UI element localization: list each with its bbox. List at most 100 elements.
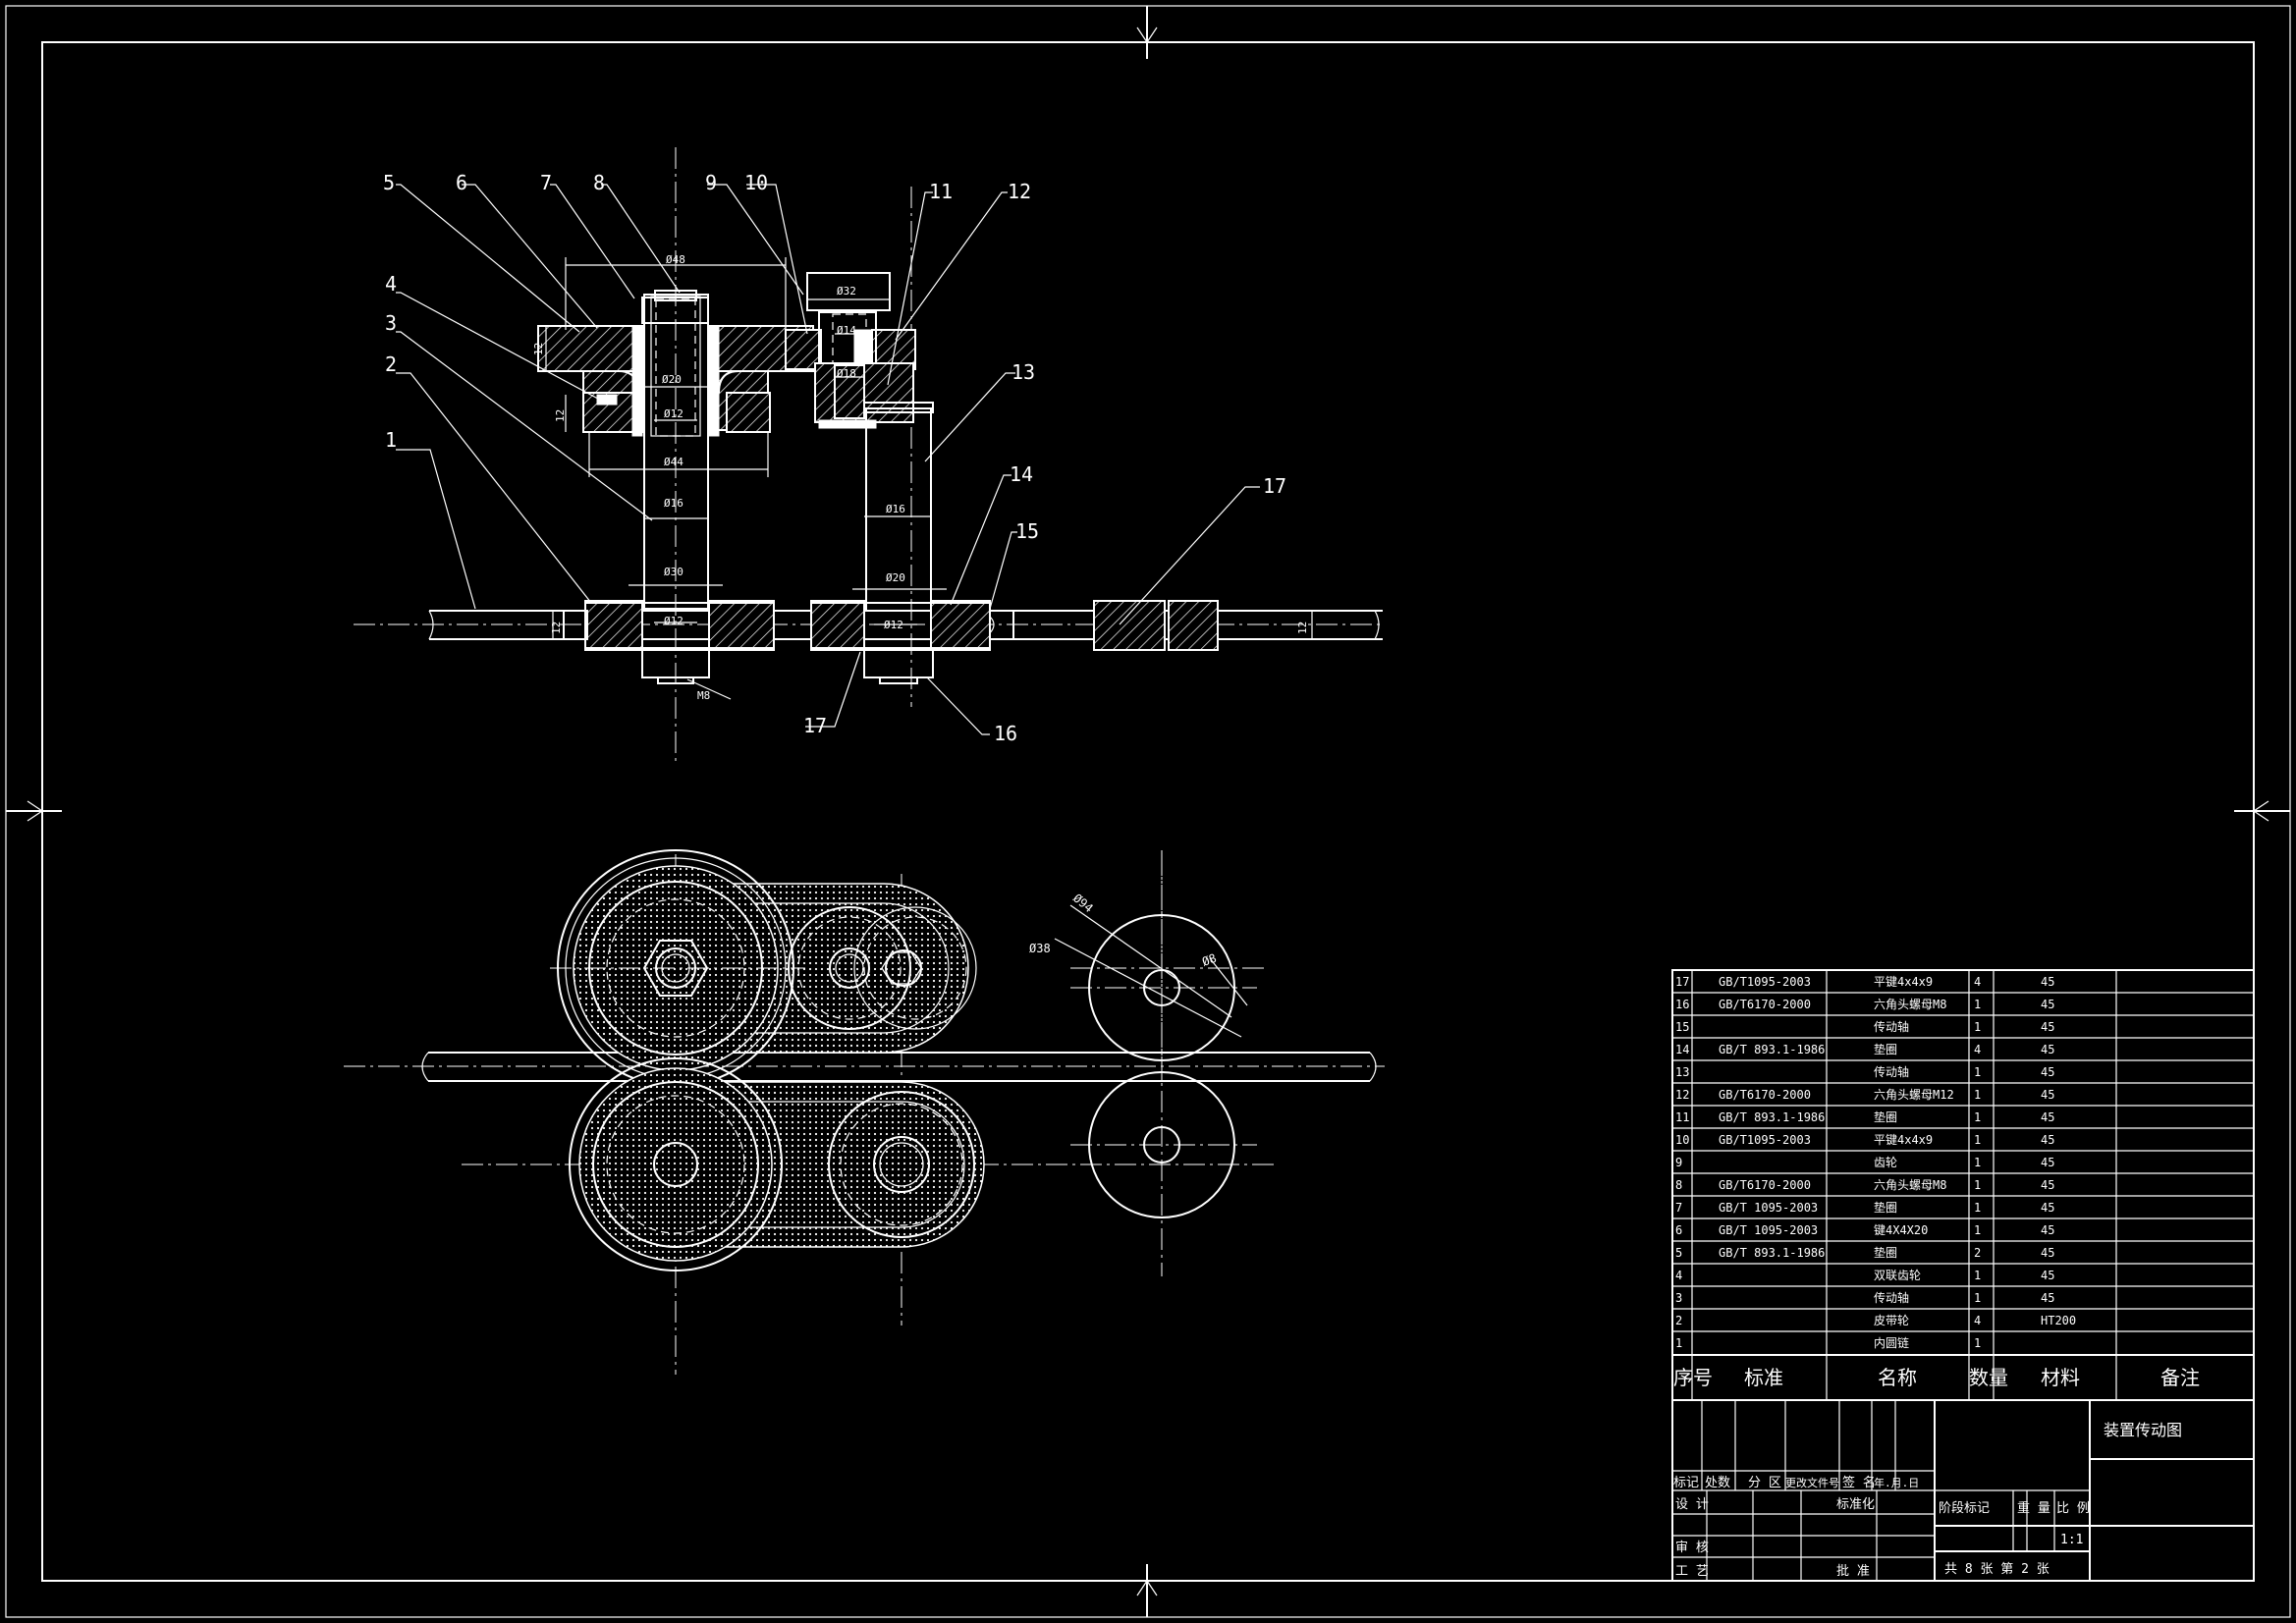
bom-row-no: 8	[1675, 1178, 1682, 1192]
balloon-4: 4	[385, 272, 397, 296]
balloon-17b: 17	[803, 714, 827, 737]
dim-d12a: Ø12	[664, 407, 683, 420]
bom-row-mat: 45	[2041, 975, 2054, 989]
bom-row-qty: 4	[1974, 1043, 1981, 1056]
bom-row-no: 14	[1675, 1043, 1689, 1056]
balloon-17: 17	[1263, 474, 1286, 498]
bom-header: 序号 标准 名称 数量 材料 备注	[1673, 1366, 2200, 1389]
bom-row-no: 13	[1675, 1065, 1689, 1079]
double-gear	[537, 325, 814, 437]
dim-h12c: 12	[550, 622, 563, 634]
bom-row-qty: 1	[1974, 1223, 1981, 1237]
bom-row-mat: 45	[2041, 1156, 2054, 1169]
bom-row-mat: 45	[2041, 1110, 2054, 1124]
section-view: 1 2 3 4 5 6 7 8 9 10 11 12 13 14 15 16 1…	[354, 147, 1385, 761]
leader-lines	[396, 184, 1260, 735]
bom-row-no: 7	[1675, 1201, 1682, 1215]
tb-scale-label: 比 例	[2056, 1501, 2090, 1516]
bom-row-std: GB/T6170-2000	[1719, 1178, 1811, 1192]
tb-process: 工 艺	[1675, 1564, 1709, 1579]
bom-row-qty: 1	[1974, 1133, 1981, 1147]
tb-count: 处数	[1705, 1476, 1730, 1490]
bom-row-no: 2	[1675, 1314, 1682, 1327]
shaft-left	[641, 290, 710, 684]
bom-row-name: 键4X4X20	[1874, 1223, 1928, 1237]
bom-row-qty: 1	[1974, 1110, 1981, 1124]
balloon-3: 3	[385, 311, 397, 335]
bom-row-qty: 1	[1974, 1178, 1981, 1192]
bom-row-no: 9	[1675, 1156, 1682, 1169]
balloon-labels: 1 2 3 4 5 6 7 8 9 10 11 12 13 14 15 16 1…	[383, 171, 1286, 745]
dim-d8: Ø8	[1200, 951, 1218, 969]
bom-row-name: 垫圈	[1874, 1200, 1897, 1215]
bom-row-qty: 1	[1974, 1291, 1981, 1305]
bom-row-std: GB/T6170-2000	[1719, 1088, 1811, 1102]
bom-row-no: 3	[1675, 1291, 1682, 1305]
bom-row-mat: 45	[2041, 1291, 2054, 1305]
front-dim-texts: Ø94 Ø38 Ø8	[1029, 892, 1219, 969]
tb-zone: 分 区	[1748, 1476, 1781, 1490]
tb-standardize: 标准化	[1836, 1497, 1875, 1512]
belt-loop-upper-inner	[675, 902, 950, 1034]
pulley-sections	[563, 600, 1219, 651]
balloon-6: 6	[456, 171, 467, 194]
tb-docno: 更改文件号	[1785, 1476, 1839, 1489]
bom-row-no: 4	[1675, 1269, 1682, 1282]
bom-row-name: 传动轴	[1874, 1019, 1909, 1034]
drawing-name: 装置传动图	[2104, 1421, 2182, 1439]
dim-d12b: Ø12	[664, 615, 683, 627]
bom-row-mat: 45	[2041, 1043, 2054, 1056]
balloon-9: 9	[705, 171, 717, 194]
balloon-15: 15	[1015, 519, 1039, 543]
bom-row-mat: 45	[2041, 1088, 2054, 1102]
dim-d16a: Ø16	[664, 497, 683, 510]
bom-row-std: GB/T6170-2000	[1719, 998, 1811, 1011]
bom-row-no: 17	[1675, 975, 1689, 989]
bom-row-std: GB/T 1095-2003	[1719, 1201, 1818, 1215]
bom-row-std: GB/T1095-2003	[1719, 975, 1811, 989]
dim-h12a: 12	[532, 343, 545, 355]
dim-d20b: Ø20	[886, 571, 905, 584]
bom-header-std: 标准	[1744, 1366, 1783, 1389]
bom-row-mat: 45	[2041, 1201, 2054, 1215]
bom-row-mat: 45	[2041, 1223, 2054, 1237]
bom-header-name: 名称	[1878, 1366, 1917, 1389]
balloon-5: 5	[383, 171, 395, 194]
bom-row-no: 1	[1675, 1336, 1682, 1350]
small-pulley-upper	[788, 906, 911, 1030]
bom-row-qty: 1	[1974, 1088, 1981, 1102]
bom-row-qty: 1	[1974, 1020, 1981, 1034]
bom-row-no: 5	[1675, 1246, 1682, 1260]
bom-row-no: 10	[1675, 1133, 1689, 1147]
bom-row-mat: 45	[2041, 998, 2054, 1011]
tb-date: 年.月.日	[1874, 1476, 1919, 1489]
bom-header-mat: 材料	[2041, 1366, 2080, 1389]
balloon-2: 2	[385, 352, 397, 376]
balloon-12: 12	[1008, 180, 1031, 203]
dim-d38: Ø38	[1029, 942, 1051, 955]
bom-row-name: 平键4x4x9	[1874, 975, 1933, 989]
balloon-7: 7	[540, 171, 552, 194]
bom-row-qty: 1	[1974, 1269, 1981, 1282]
bom-row-name: 传动轴	[1874, 1290, 1909, 1305]
bom-row-mat: 45	[2041, 1178, 2054, 1192]
bom-row-std: GB/T 893.1-1986	[1719, 1043, 1825, 1056]
tb-mark: 标记	[1673, 1476, 1699, 1490]
dim-d16b: Ø16	[886, 503, 905, 515]
bom-row-qty: 4	[1974, 975, 1981, 989]
dim-m8: M8	[697, 689, 710, 702]
rail-strip	[344, 1052, 1385, 1082]
balloon-14: 14	[1010, 462, 1033, 486]
balloon-16: 16	[994, 722, 1017, 745]
balloon-8: 8	[593, 171, 605, 194]
dim-d12c: Ø12	[884, 619, 903, 631]
roller-lower-right	[1070, 1071, 1257, 1218]
bom-row-name: 双联齿轮	[1874, 1269, 1921, 1282]
bom-row-qty: 1	[1974, 1156, 1981, 1169]
pulley-lower-middle	[828, 1091, 975, 1238]
tb-sign: 签 名	[1842, 1475, 1876, 1490]
balloon-10: 10	[744, 171, 768, 194]
bom-row-name: 传动轴	[1874, 1064, 1909, 1079]
